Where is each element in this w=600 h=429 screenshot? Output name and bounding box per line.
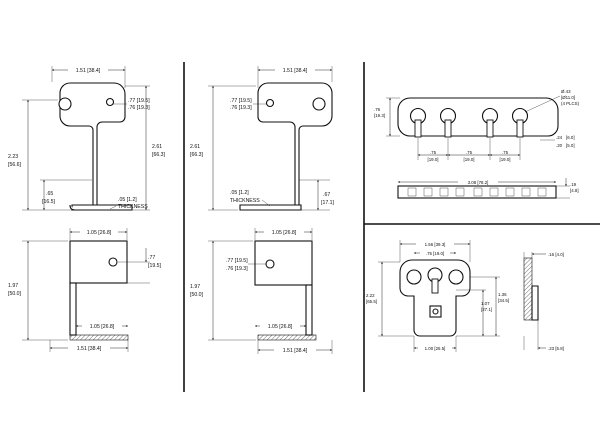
dim-width-tl: 1.51 [38.4] [76, 68, 101, 74]
dim-sp1-tr: .75 [430, 150, 437, 155]
dim-hole-d-mm-tr: [Ø11.0] [561, 95, 575, 100]
dim-hole-bot-tl: .76 [19.3] [128, 105, 150, 111]
dim-hole-bot-tm: .76 [19.3] [230, 105, 252, 111]
dim-height-l-mm-br: [65.5] [366, 299, 377, 304]
dim-sp2-mm-tr: [19.0] [464, 157, 475, 162]
dim-height-left-tl: 2.23 [8, 154, 18, 160]
view-top-right: .76 [19.3] Ø.43 [Ø11.0] (4 PLCS) .75 [19… [374, 89, 580, 199]
bracket-outline-tm [257, 82, 333, 207]
hole-large-tm [312, 97, 326, 111]
dim-sp2-tr: .75 [466, 150, 473, 155]
dim-hole-bl: .77 [148, 255, 155, 261]
foot-bend-tl [69, 204, 76, 211]
dim-top-bl: 1.05 [26.8] [87, 230, 112, 236]
dim-height-mm-tr: [19.3] [374, 113, 385, 118]
dim-leg-tl: .65 [46, 191, 53, 197]
dim-height-left-tm: 2.61 [190, 144, 200, 150]
side-profile-br [523, 257, 533, 321]
dim-hole-top-tm: .77 [19.5] [230, 98, 252, 104]
bracket-leg-bm [305, 284, 313, 336]
dim-slot-a-tr: .24 [556, 135, 563, 140]
dim-hole-mm-bl: [19.5] [148, 263, 162, 269]
side-tab-br [531, 285, 539, 321]
dim-height-right-mm-tl: [66.3] [152, 152, 166, 158]
dim-hole-top-tl: .77 [19.5] [128, 98, 150, 104]
dim-length-tr: 3.08 [78.2] [468, 180, 489, 185]
foot-bl [69, 334, 129, 341]
dim-hole-count-tr: (4 PLCS) [561, 101, 580, 106]
dim-height-bm: 1.97 [190, 284, 200, 290]
dim-hole-top-bm: .77 [19.5] [226, 258, 248, 264]
bracket-plate-bm [254, 240, 313, 286]
dim-leg-mm-tl: [16.5] [42, 199, 56, 205]
view-top-left: 1.51 [38.4] .77 [19.5] .76 [19.3] 2.61 [… [8, 66, 166, 211]
dim-spacing-br: .75 [19.0] [426, 251, 444, 256]
bracket-leg-bl [69, 282, 77, 336]
hole-small-tm [265, 98, 275, 108]
dim-thick-tl: .05 [1.2] [118, 197, 137, 203]
dim-base-bm: 1.51 [38.4] [283, 348, 308, 354]
dim-height-l-br: 2.22 [366, 293, 375, 298]
dim-height-right-tl: 2.61 [152, 144, 162, 150]
dim-leg-tm: .67 [323, 192, 330, 198]
view-bottom-middle: 1.05 [26.8] .77 [19.5] .76 [19.3] 1.97 [… [190, 228, 333, 354]
dim-height-a-mm-br: [34.5] [498, 298, 509, 303]
view-top-middle: 1.51 [38.4] .77 [19.5] .76 [19.3] 2.61 [… [190, 66, 335, 211]
dim-sp3-tr: .75 [502, 150, 509, 155]
separator-profile-tr [397, 185, 557, 199]
dim-leg-mm-tm: [17.1] [321, 200, 335, 206]
dim-thick-tr: .19 [570, 182, 577, 187]
dim-width-tm: 1.51 [38.4] [283, 68, 308, 74]
dim-sp3-mm-tr: [19.0] [500, 157, 511, 162]
dim-height-tr: .76 [374, 107, 381, 112]
hole-bl [108, 257, 118, 267]
separator-slots-tr [409, 107, 529, 138]
dim-slot-a-mm-tr: [6.0] [566, 135, 575, 140]
hole-small-tl [105, 97, 115, 107]
dim-height-b-br: 1.07 [481, 301, 490, 306]
dim-base-br: 1.00 [25.5] [425, 346, 446, 351]
dim-height-mm-bl: [50.0] [8, 291, 22, 297]
dim-side-top-br: .16 [4.0] [548, 252, 564, 257]
hole-large-tl [58, 97, 72, 111]
dim-height-a-br: 1.36 [498, 292, 507, 297]
separator-profile-slots [407, 187, 547, 197]
dim-foot-bm: 1.05 [26.8] [268, 324, 293, 330]
dim-side-bot-br: .23 [5.8] [548, 346, 564, 351]
foot-tm [239, 204, 302, 211]
dim-height-mm-bm: [50.0] [190, 292, 204, 298]
mount-hole-br [432, 308, 439, 315]
dim-width-br: 1.56 [39.3] [425, 242, 446, 247]
dim-hole-d-tr: Ø.43 [561, 89, 571, 94]
dim-foot-bl: 1.05 [26.8] [90, 324, 115, 330]
dim-height-b-mm-br: [27.1] [481, 307, 492, 312]
dim-top-bm: 1.05 [26.8] [272, 230, 297, 236]
dim-slot-b-mm-tr: [5.0] [566, 143, 575, 148]
view-bottom-right: 1.56 [39.3] .75 [19.0] 2.22 [65.5] 1.36 … [366, 240, 564, 352]
dim-height-bl: 1.97 [8, 283, 18, 289]
dim-sp1-mm-tr: [19.0] [428, 157, 439, 162]
dim-slot-b-tr: .20 [556, 143, 563, 148]
dim-thick-tm: .05 [1.2] [230, 190, 249, 196]
bracket-outline-tl [59, 82, 126, 207]
dim-height-left-mm-tl: [56.6] [8, 162, 22, 168]
dim-thick-mm-tr: [4.8] [570, 188, 579, 193]
foot-bm [257, 334, 317, 341]
dim-thick-label-tl: THICKNESS [118, 204, 148, 210]
hole-bm [265, 259, 275, 269]
dim-thick-label-tm: THICKNESS [230, 198, 260, 204]
separator-slots-br [406, 267, 464, 294]
dim-hole-bot-bm: .76 [19.3] [226, 266, 248, 272]
dim-height-left-mm-tm: [66.3] [190, 152, 204, 158]
dim-base-bl: 1.51 [38.4] [77, 346, 102, 352]
view-bottom-left: 1.05 [26.8] .77 [19.5] 1.97 [50.0] 1.05 … [8, 228, 162, 352]
